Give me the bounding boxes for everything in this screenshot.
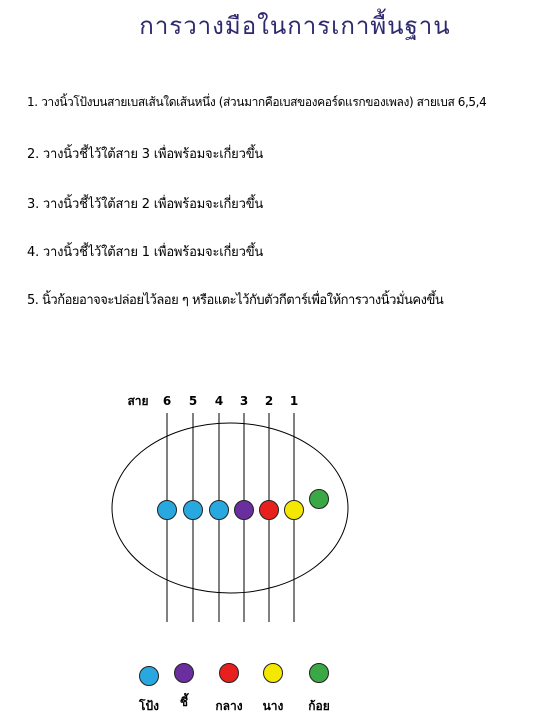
string-number-5: 5 [189, 394, 197, 408]
finger-dot-string-6 [157, 500, 177, 520]
page-title: การวางมือในการเกาพื้นฐาน [139, 12, 451, 40]
legend-dot-index [174, 663, 194, 683]
finger-dot-string-3 [234, 500, 254, 520]
legend-label-thumb: โป้ง [138, 698, 159, 713]
step-2-index: 2. วางนิ้วชี้ไว้ใต้สาย 3 เพื่อพร้อมจะเกี… [27, 147, 264, 162]
step-1-thumb: 1. วางนิ้วโป้งบนสายเบสเส้นใดเส้นหนึ่ง (ส… [27, 95, 487, 109]
string-number-2: 2 [265, 394, 273, 408]
finger-dot-string-5 [183, 500, 203, 520]
string-number-3: 3 [240, 394, 248, 408]
finger-dot-pinky [309, 489, 329, 509]
legend-label-pinky: ก้อย [308, 699, 330, 713]
finger-dot-string-4 [209, 500, 229, 520]
soundhole-outline [111, 422, 349, 594]
legend-dot-pinky [309, 663, 329, 683]
string-number-6: 6 [163, 394, 171, 408]
step-5-pinky: 5. นิ้วก้อยอาจจะปล่อยไว้ลอย ๆ หรือแตะไว้… [27, 293, 444, 308]
step-4-ring: 4. วางนิ้วชี้ไว้ใต้สาย 1 เพื่อพร้อมจะเกี… [27, 245, 264, 260]
legend-dot-ring [263, 663, 283, 683]
legend-label-middle: กลาง [215, 699, 242, 713]
finger-dot-string-2 [259, 500, 279, 520]
legend-label-ring: นาง [263, 699, 284, 713]
legend-dot-middle [219, 663, 239, 683]
step-3-middle: 3. วางนิ้วชี้ไว้ใต้สาย 2 เพื่อพร้อมจะเกี… [27, 197, 264, 212]
legend-label-index: ชี้ [180, 692, 189, 709]
string-number-1: 1 [290, 394, 298, 408]
legend-dot-thumb [139, 666, 159, 686]
string-label: สาย [127, 394, 148, 408]
finger-dot-string-1 [284, 500, 304, 520]
string-number-4: 4 [215, 394, 223, 408]
